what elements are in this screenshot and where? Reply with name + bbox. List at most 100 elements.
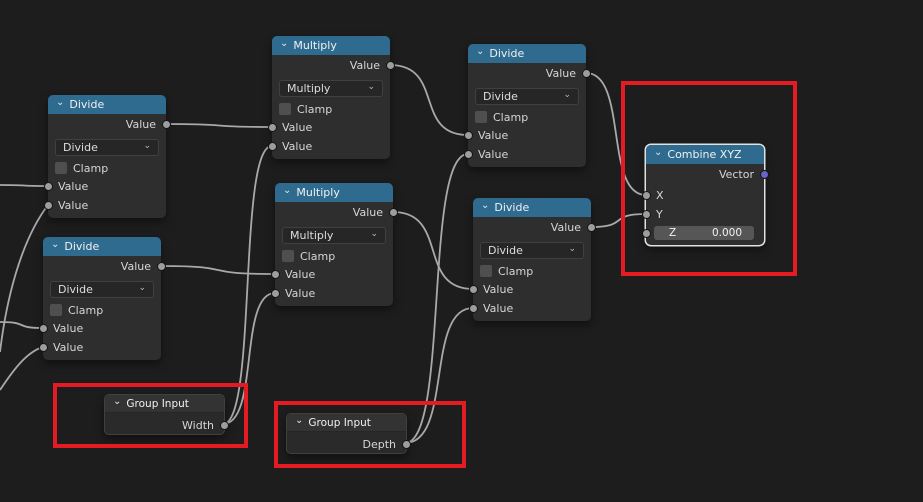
- clamp-label: Clamp: [493, 110, 529, 124]
- output-socket-value[interactable]: [385, 60, 395, 70]
- input-socket-value[interactable]: [463, 149, 473, 159]
- node-header[interactable]: ⌄Group Input: [105, 395, 224, 413]
- group-input-width-highlight: [53, 383, 248, 448]
- output-row: Value: [473, 219, 591, 235]
- collapse-chevron-icon[interactable]: ⌄: [476, 45, 485, 57]
- clamp-checkbox[interactable]: [50, 304, 62, 316]
- node-header[interactable]: ⌄Group Input: [287, 414, 406, 432]
- input-socket-value[interactable]: [43, 200, 53, 210]
- clamp-label: Clamp: [300, 249, 336, 263]
- collapse-chevron-icon[interactable]: ⌄: [283, 184, 292, 196]
- input-socket-value[interactable]: [43, 181, 53, 191]
- output-label: Vector: [718, 167, 754, 181]
- collapse-chevron-icon[interactable]: ⌄: [295, 414, 304, 426]
- clamp-checkbox[interactable]: [282, 250, 294, 262]
- clamp-checkbox[interactable]: [279, 103, 291, 115]
- input-row: Value: [272, 119, 390, 135]
- operation-dropdown[interactable]: Multiply⌄: [282, 227, 386, 244]
- clamp-row: Clamp: [279, 102, 332, 116]
- output-socket-value[interactable]: [401, 439, 411, 449]
- node-header[interactable]: ⌄ Divide: [48, 95, 166, 114]
- chevron-down-icon: ⌄: [138, 282, 146, 293]
- input-socket-value[interactable]: [270, 288, 280, 298]
- node-header[interactable]: ⌄Combine XYZ: [646, 145, 764, 164]
- node-header[interactable]: ⌄Multiply: [275, 183, 393, 202]
- collapse-chevron-icon[interactable]: ⌄: [654, 146, 663, 158]
- input-socket-value[interactable]: [641, 190, 651, 200]
- collapse-chevron-icon[interactable]: ⌄: [113, 395, 122, 407]
- clamp-checkbox[interactable]: [55, 162, 67, 174]
- output-socket-vector[interactable]: [759, 169, 769, 179]
- input-label: Value: [478, 147, 509, 161]
- chevron-down-icon: ⌄: [370, 228, 378, 239]
- clamp-checkbox[interactable]: [475, 111, 487, 123]
- operation-dropdown[interactable]: Divide⌄: [55, 139, 159, 156]
- input-socket-value[interactable]: [468, 284, 478, 294]
- output-label: Value: [352, 205, 383, 219]
- input-socket-value[interactable]: [270, 269, 280, 279]
- input-socket-value[interactable]: [641, 209, 651, 219]
- input-socket-value[interactable]: [267, 122, 277, 132]
- node-header[interactable]: ⌄Divide: [43, 237, 161, 256]
- input-label: Value: [483, 301, 514, 315]
- input-socket-value[interactable]: [38, 323, 48, 333]
- output-label: Depth: [362, 437, 396, 451]
- operation-dropdown[interactable]: Multiply ⌄: [279, 80, 383, 97]
- output-socket-value[interactable]: [219, 420, 229, 430]
- input-socket-value[interactable]: [641, 228, 651, 238]
- output-socket-value[interactable]: [156, 261, 166, 271]
- node-title: Divide: [489, 47, 525, 60]
- operation-value: Multiply: [287, 82, 331, 95]
- input-row: Value: [272, 138, 390, 154]
- output-label: Width: [182, 418, 214, 432]
- operation-dropdown[interactable]: Divide⌄: [475, 88, 579, 105]
- collapse-chevron-icon[interactable]: ⌄: [51, 238, 60, 250]
- operation-dropdown[interactable]: Divide⌄: [50, 281, 154, 298]
- input-socket-value[interactable]: [267, 141, 277, 151]
- output-label: Value: [349, 58, 380, 72]
- node-wire: [0, 204, 49, 353]
- input-label: Value: [285, 286, 316, 300]
- node-wire: [585, 72, 647, 196]
- chevron-down-icon: ⌄: [367, 81, 375, 92]
- clamp-label: Clamp: [297, 102, 333, 116]
- output-socket-value[interactable]: [586, 222, 596, 232]
- node-wire: [389, 64, 469, 136]
- input-socket-value[interactable]: [468, 303, 478, 313]
- z-label: Z: [669, 227, 677, 239]
- collapse-chevron-icon[interactable]: ⌄: [481, 199, 490, 211]
- output-socket-value[interactable]: [388, 207, 398, 217]
- node-header[interactable]: ⌄ Divide: [468, 44, 586, 63]
- output-row: Value: [468, 65, 586, 81]
- node-title: Divide: [69, 98, 105, 111]
- node-header[interactable]: ⌄Multiply: [272, 36, 390, 55]
- output-row: Value: [275, 204, 393, 220]
- clamp-label: Clamp: [73, 161, 109, 175]
- output-socket-value[interactable]: [161, 119, 171, 129]
- output-socket-value[interactable]: [581, 68, 591, 78]
- node-header[interactable]: ⌄Divide: [473, 198, 591, 217]
- group-input-body: [105, 413, 224, 434]
- output-row: Value: [272, 57, 390, 73]
- clamp-checkbox[interactable]: [480, 265, 492, 277]
- collapse-chevron-icon[interactable]: ⌄: [280, 37, 289, 49]
- node-wire: [0, 184, 49, 187]
- input-socket-value[interactable]: [463, 130, 473, 140]
- input-label: Value: [282, 139, 313, 153]
- operation-value: Divide: [483, 90, 518, 103]
- input-socket-value[interactable]: [38, 342, 48, 352]
- clamp-row: Clamp: [475, 110, 528, 124]
- collapse-chevron-icon[interactable]: ⌄: [56, 96, 65, 108]
- operation-dropdown[interactable]: Divide⌄: [480, 242, 584, 259]
